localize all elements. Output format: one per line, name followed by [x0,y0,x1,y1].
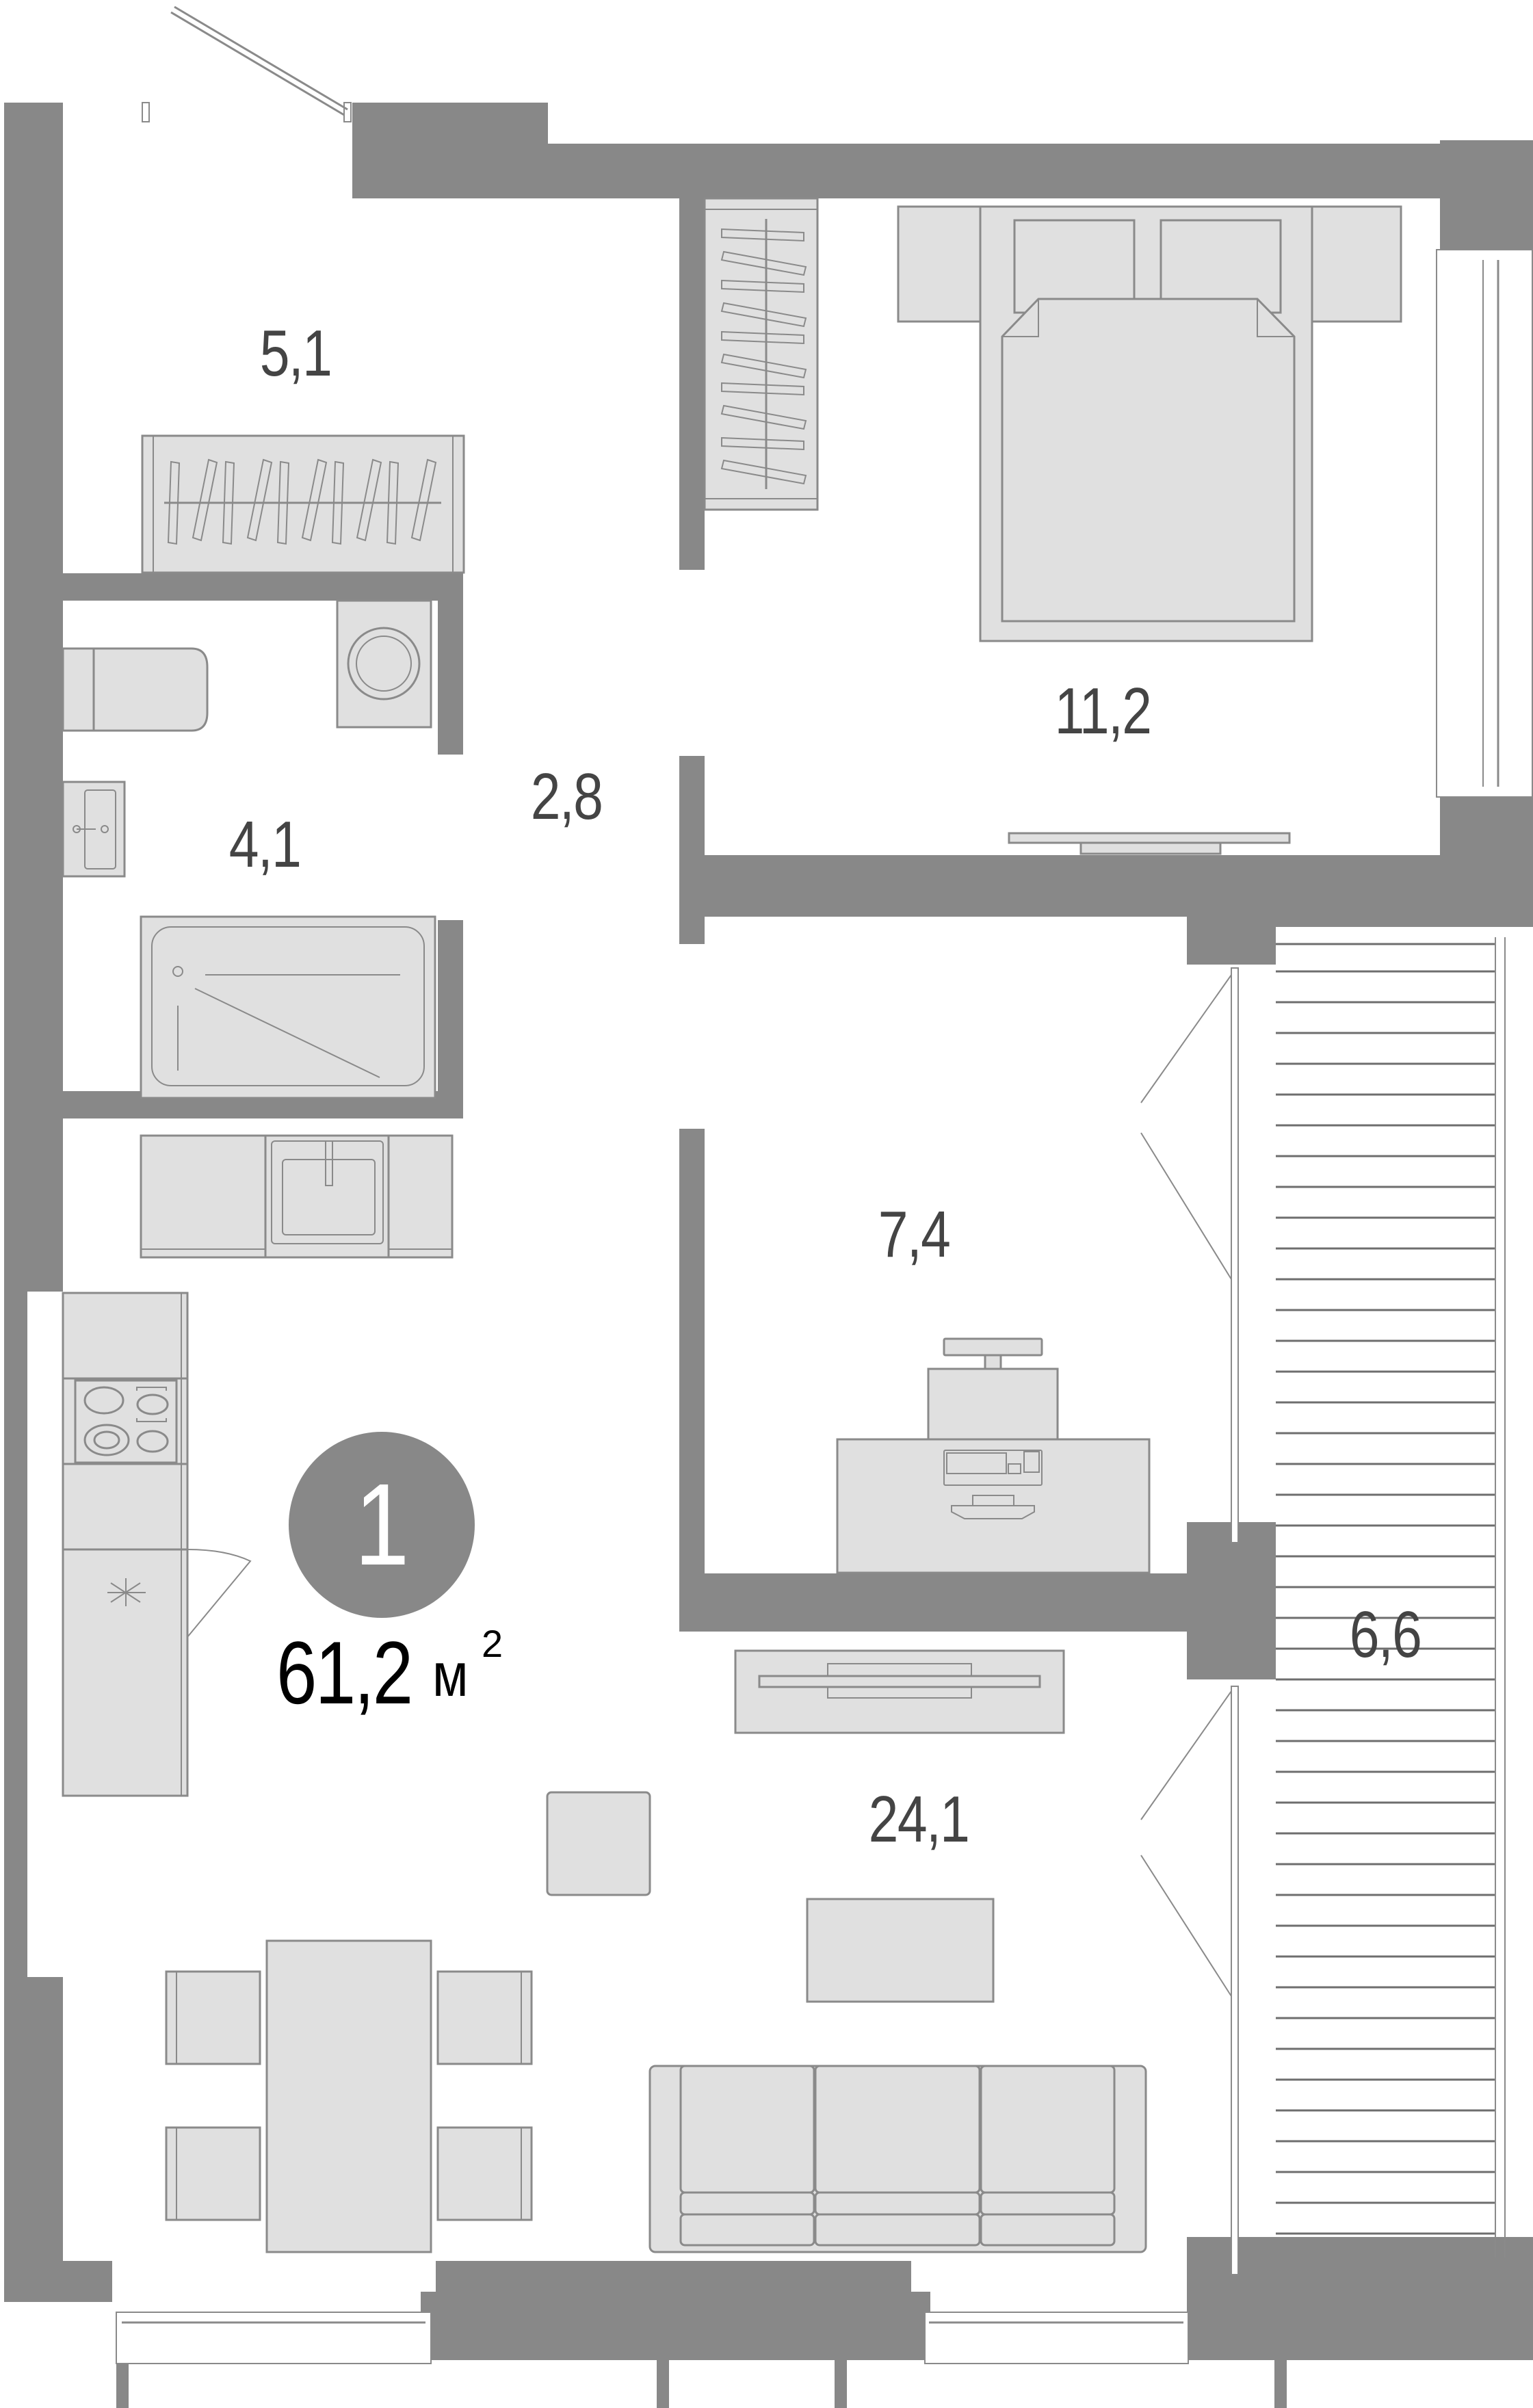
balcony-slats [1276,943,1495,2235]
room-area-study: 7,4 [878,1198,951,1271]
total-area: 61,2 м 2 [276,1621,503,1724]
bathroom-sink [62,781,126,878]
cooktop [74,1379,178,1464]
sofa [648,2065,1147,2253]
coffee-table [806,1898,995,2003]
toilet [62,647,209,732]
apartment-rooms-number: 1 [354,1460,410,1590]
pouf [546,1791,651,1896]
study-door-swing [1140,969,1235,1280]
washing-machine [336,599,432,729]
walls [4,103,1533,2408]
bedroom-wardrobe [703,197,819,511]
dining-table [165,1939,533,2253]
room-area-bedroom: 11,2 [1054,675,1152,748]
room-area-hall: 5,1 [259,317,332,390]
kitchen-counter [62,1292,189,1797]
double-bed [897,205,1402,642]
study-desk [836,1337,1151,1574]
room-area-bathroom: 4,1 [228,808,302,881]
total-area-unit: м [432,1641,469,1710]
total-area-value: 61,2 [276,1623,413,1723]
entrance-door [142,5,352,122]
room-area-living-kitchen: 24,1 [868,1783,970,1856]
room-area-balcony: 6,6 [1349,1598,1422,1671]
bedroom-tv-console [1008,832,1291,855]
room-area-corridor: 2,8 [530,760,603,833]
living-door-swing [1140,1686,1235,1997]
bathtub [140,915,436,1099]
kitchen-sink-counter [140,1134,454,1259]
bedroom-window [1436,249,1533,798]
total-area-unit-power: 2 [482,1622,503,1665]
living-windows [116,2312,1189,2364]
fridge [107,1549,252,1638]
hall-wardrobe [141,434,465,574]
balcony [1231,937,1506,2275]
tv-console [734,1649,1065,1734]
apartment-rooms-badge: 1 [289,1432,475,1618]
